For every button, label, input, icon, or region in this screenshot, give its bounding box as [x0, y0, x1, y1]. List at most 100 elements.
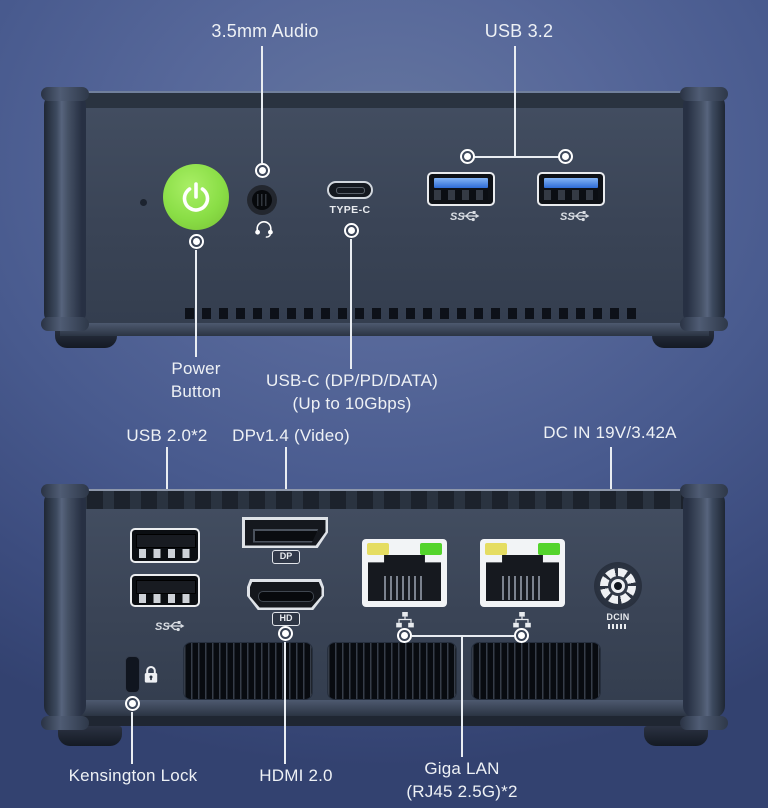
rear-pillar-right — [683, 490, 725, 718]
callout-dot-power — [189, 234, 204, 249]
svg-text:SS: SS — [155, 621, 170, 633]
power-label-line1: Power — [171, 359, 221, 378]
front-pillar-right-cap-top — [680, 87, 728, 101]
callout-dot-usbc — [344, 223, 359, 238]
dp-label-text: DPv1.4 (Video) — [232, 426, 350, 445]
ss-usb-icon: SS — [560, 209, 590, 228]
callout-label-lan: Giga LAN (RJ45 2.5G)*2 — [377, 757, 547, 803]
front-pillar-left-cap-bottom — [41, 317, 89, 331]
rear-vent-grille-1 — [183, 642, 313, 700]
power-label-line2: Button — [170, 382, 222, 401]
usb-c-port-label: TYPE-C — [329, 204, 371, 216]
rear-top-edge — [60, 489, 709, 509]
callout-line-lan-stem — [461, 636, 463, 757]
kensington-lock-slot — [125, 656, 140, 693]
displayport-slot — [252, 528, 319, 543]
rear-foot-left — [58, 726, 122, 746]
usb2-port-2-contacts — [139, 594, 191, 603]
usb32-label-text: USB 3.2 — [484, 21, 554, 41]
audio-jack-hole — [252, 190, 272, 210]
dcin-label-text: DC IN 19V/3.42A — [543, 423, 677, 442]
callout-label-usb2: USB 2.0*2 — [92, 424, 242, 447]
usb-c-port-slot — [336, 187, 365, 194]
callout-line-usb2 — [166, 447, 168, 513]
callout-line-lan-bridge — [412, 635, 514, 637]
lan-port-2-cavity — [486, 555, 559, 601]
rear-pillar-left-cap-top — [41, 484, 89, 498]
displayport-port — [242, 517, 328, 548]
callout-label-usb32: USB 3.2 — [444, 20, 594, 43]
lan-port-1-cavity — [368, 555, 441, 601]
svg-text:SS: SS — [450, 211, 465, 223]
dc-in-pin-hole — [611, 579, 625, 593]
hdmi-label-text: HDMI 2.0 — [259, 766, 333, 785]
front-pillar-left — [44, 93, 86, 325]
callout-dot-usb32-right — [558, 149, 573, 164]
usbc-label-line2: (Up to 10Gbps) — [292, 394, 412, 413]
callout-dot-kensington — [125, 696, 140, 711]
displayport-badge: DP — [272, 550, 300, 564]
hdmi-port — [247, 579, 324, 610]
rear-foot-right — [644, 726, 708, 746]
rear-pillar-left — [44, 490, 86, 718]
lan-port-2 — [480, 539, 565, 607]
callout-line-audio — [261, 46, 263, 163]
lan-port-2-pins — [502, 575, 543, 600]
rear-pillar-right-cap-bottom — [680, 716, 728, 730]
ethernet-icon — [513, 612, 531, 633]
ss-usb-icon: SS — [450, 209, 480, 228]
front-bottom-edge — [60, 323, 709, 336]
callout-line-usb32-stem — [514, 46, 516, 157]
power-icon — [178, 179, 214, 215]
front-pillar-right — [683, 93, 725, 325]
callout-label-dcin: DC IN 19V/3.42A — [525, 421, 695, 444]
usbc-label-line1: USB-C (DP/PD/DATA) — [265, 371, 439, 390]
headset-icon — [254, 220, 274, 243]
lan-port-1 — [362, 539, 447, 607]
callout-line-usb32-bridge — [474, 156, 559, 158]
lan-port-1-led-yellow — [367, 543, 389, 555]
callout-line-usbc — [350, 239, 352, 369]
ethernet-icon — [396, 612, 414, 633]
lan-port-1-led-green — [420, 543, 442, 555]
audio-jack-port — [247, 185, 277, 215]
usb2-port-2 — [130, 574, 200, 607]
callout-line-dp — [285, 447, 287, 504]
usb-c-port — [327, 181, 373, 199]
callout-dot-lan-left — [397, 628, 412, 643]
callout-dot-lan-right — [514, 628, 529, 643]
hdmi-slot — [257, 590, 314, 602]
ss-usb-icon: SS — [155, 619, 185, 638]
audio-label-text: 3.5mm Audio — [211, 21, 319, 41]
mini-pc-rear-view: SS DP HD — [41, 478, 728, 756]
rear-vent-grille-2 — [327, 642, 457, 700]
usb2-port-1-contacts — [139, 549, 191, 558]
usb2-label-text: USB 2.0*2 — [126, 426, 208, 445]
dc-in-badge: DCIN — [606, 612, 630, 622]
svg-text:SS: SS — [560, 211, 575, 223]
callout-dot-audio — [255, 163, 270, 178]
usb3-port-2 — [537, 172, 605, 206]
usb2-port-1 — [130, 528, 200, 563]
callout-dot-hdmi — [278, 626, 293, 641]
lock-icon — [143, 665, 159, 689]
lan-port-1-pins — [384, 575, 425, 600]
callout-label-usbc: USB-C (DP/PD/DATA) (Up to 10Gbps) — [227, 369, 477, 415]
lan-label-line1: Giga LAN — [424, 759, 500, 778]
displayport-cavity — [244, 519, 326, 546]
rear-bottom-lip — [60, 716, 709, 726]
dc-in-barcode — [608, 624, 628, 629]
callout-line-power — [195, 250, 197, 357]
usb3-port-1-tongue — [434, 178, 488, 188]
lan-port-2-led-green — [538, 543, 560, 555]
usb3-port-1 — [427, 172, 495, 206]
usb3-port-2-contacts — [544, 190, 598, 200]
power-button — [163, 164, 229, 230]
usb2-port-1-tongue — [136, 534, 196, 548]
lan-port-2-led-yellow — [485, 543, 507, 555]
callout-label-hdmi: HDMI 2.0 — [226, 764, 366, 787]
callout-label-audio: 3.5mm Audio — [165, 20, 365, 43]
callout-line-hdmi — [284, 642, 286, 764]
callout-label-power: Power Button — [136, 357, 256, 403]
